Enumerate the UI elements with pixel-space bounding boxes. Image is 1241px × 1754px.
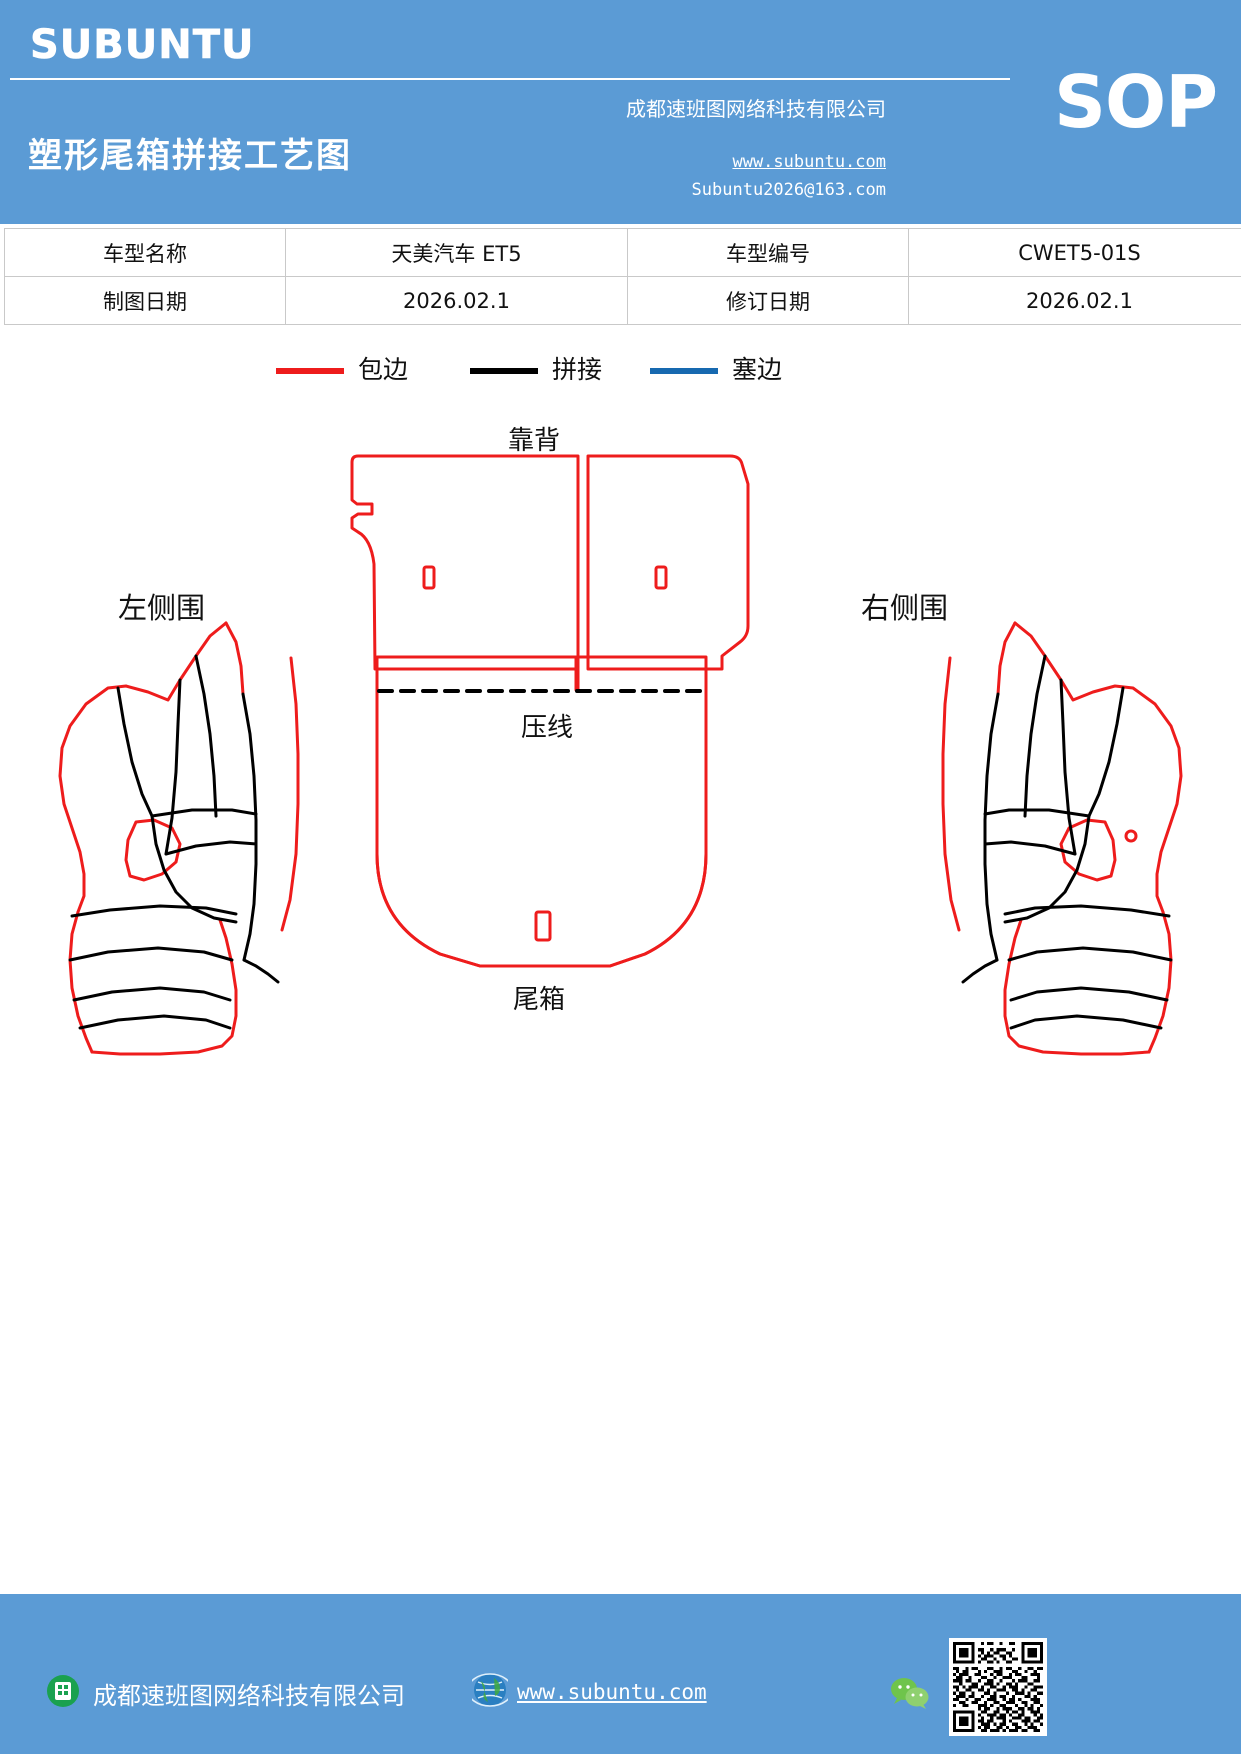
label-draw-date: 制图日期: [4, 276, 286, 325]
legend-swatch-seam: [470, 367, 538, 374]
brand-logo: SUBUNTU: [30, 22, 255, 69]
legend-item-edge: 塞边: [650, 358, 782, 383]
diagram-label-trunk: 尾箱: [513, 985, 566, 1014]
legend-label-edge: 塞边: [732, 357, 783, 384]
value-model-name: 天美汽车 ET5: [285, 228, 628, 277]
legend-label-binding: 包边: [358, 357, 409, 384]
document-title: 塑形尾箱拼接工艺图: [28, 136, 352, 176]
qr-code-icon: [949, 1638, 1047, 1736]
legend-label-seam: 拼接: [552, 357, 603, 384]
document-type-label: SOP: [1054, 60, 1218, 144]
header-website-link[interactable]: www.subuntu.com: [732, 152, 886, 172]
value-revision-date: 2026.02.1: [908, 276, 1241, 325]
header-company-name: 成都速班图网络科技有限公司: [626, 99, 886, 121]
diagram-label-right-side: 右侧围: [861, 593, 949, 625]
legend-item-seam: 拼接: [470, 358, 602, 383]
left-side-panel-group: [58, 621, 300, 1056]
footer-website-link[interactable]: www.subuntu.com: [517, 1680, 707, 1704]
trunk-floor-panel: [375, 655, 708, 968]
page-header: SUBUNTU 塑形尾箱拼接工艺图 成都速班图网络科技有限公司 www.subu…: [0, 0, 1241, 224]
diagram-label-crease: 压线: [521, 713, 574, 742]
vehicle-info-table: 车型名称 天美汽车 ET5 车型编号 CWET5-01S 制图日期 2026.0…: [4, 228, 1241, 325]
value-draw-date: 2026.02.1: [285, 276, 628, 325]
header-divider: [10, 78, 1010, 80]
wechat-icon: [890, 1676, 930, 1715]
label-model-code: 车型编号: [627, 228, 909, 277]
label-model-name: 车型名称: [4, 228, 286, 277]
right-side-panel-group: [941, 621, 1183, 1056]
legend: 包边 拼接 塞边: [0, 358, 1241, 404]
label-revision-date: 修订日期: [627, 276, 909, 325]
legend-swatch-binding: [276, 367, 344, 374]
value-model-code: CWET5-01S: [908, 228, 1241, 277]
globe-icon: [467, 1672, 513, 1713]
page-footer: [0, 1594, 1241, 1754]
technical-diagram: 靠背 压线 尾箱 左侧围 右侧围: [0, 404, 1241, 1064]
footer-company-name: 成都速班图网络科技有限公司: [93, 1684, 405, 1710]
diagram-label-left-side: 左侧围: [118, 593, 206, 625]
table-row: 制图日期 2026.02.1 修订日期 2026.02.1: [4, 276, 1241, 325]
legend-swatch-edge: [650, 367, 718, 374]
backrest-right-panel: [586, 454, 750, 671]
header-email: Subuntu2026@163.com: [691, 180, 886, 200]
table-row: 车型名称 天美汽车 ET5 车型编号 CWET5-01S: [4, 228, 1241, 277]
company-badge-icon: [46, 1674, 80, 1713]
pattern-outline-svg: [58, 454, 1183, 1056]
backrest-left-panel: [350, 454, 580, 671]
diagram-label-backrest: 靠背: [508, 426, 561, 455]
legend-item-binding: 包边: [276, 358, 408, 383]
